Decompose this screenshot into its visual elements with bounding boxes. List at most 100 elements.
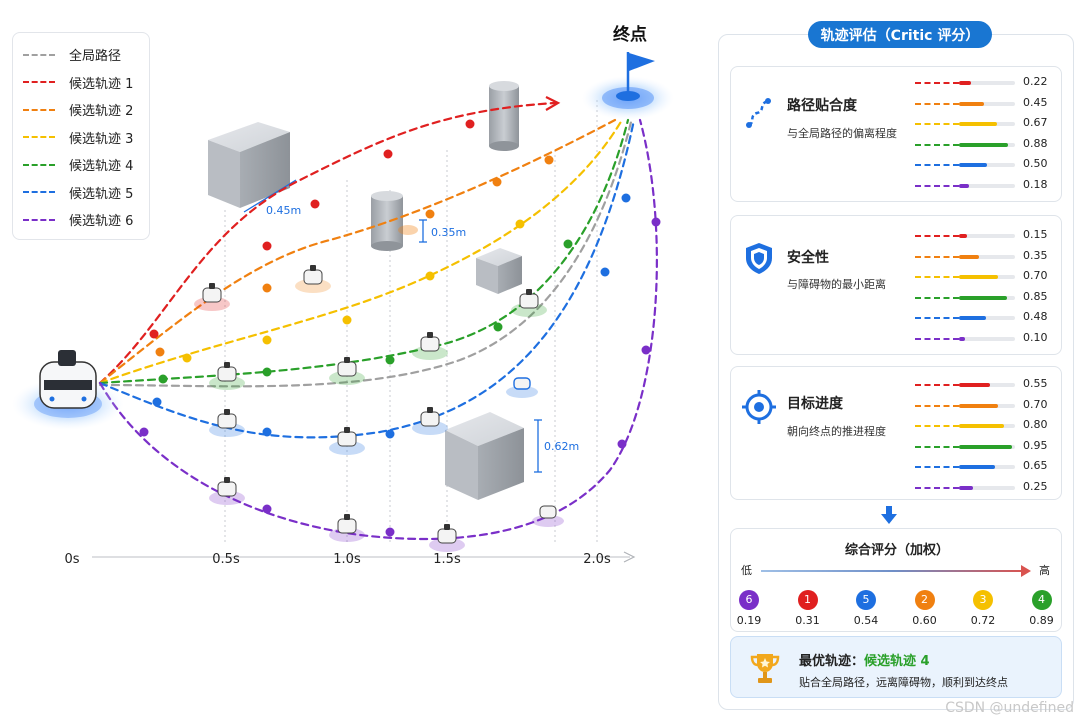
score-fill	[959, 254, 979, 259]
legend-item-global: 全局路径	[23, 41, 139, 69]
legend: 全局路径 候选轨迹 1 候选轨迹 2 候选轨迹 3 候选轨迹 4 候选轨迹 5 …	[12, 32, 150, 240]
score-value: 0.70	[1023, 269, 1048, 283]
score-value: 0.25	[1023, 480, 1048, 493]
overall-title: 综合评分（加权）	[844, 543, 949, 558]
rank-badge: 4	[1031, 590, 1052, 610]
card-desc: 朝向终点的推进程度	[787, 425, 886, 438]
score-value: 0.50	[1023, 157, 1048, 171]
trajectory-1	[98, 101, 557, 385]
score-fill	[959, 122, 997, 127]
watermark: CSDN @undefined	[945, 700, 1074, 716]
trophy-icon	[750, 654, 780, 683]
score-bar-row: 0.88	[915, 137, 1055, 153]
dimension-marker-1: 0.45m	[243, 179, 301, 217]
trajectory-dots	[139, 119, 661, 537]
score-value: 0.95	[1023, 438, 1048, 452]
score-value: 0.65	[1023, 459, 1048, 473]
score-fill	[959, 424, 1004, 429]
goal-label: 终点	[613, 24, 647, 45]
legend-swatch	[23, 191, 55, 194]
score-track	[959, 486, 1015, 490]
score-track	[959, 101, 1015, 106]
rank-badge: 6	[739, 590, 759, 610]
score-bar-row: 0.15	[915, 228, 1055, 244]
best-desc: 贴合全局路径，远离障碍物，顺利到达终点	[799, 676, 1008, 689]
score-fill	[959, 383, 990, 387]
card-title: 目标进度	[787, 396, 843, 412]
trajectory-swatch	[915, 102, 959, 105]
trajectory-swatch	[915, 255, 959, 258]
legend-label: 候选轨迹 6	[69, 214, 134, 230]
global-path	[98, 116, 634, 388]
best-trajectory-card: 最优轨迹：候选轨迹 4 贴合全局路径，远离障碍物，顺利到达终点	[730, 636, 1062, 698]
legend-item-4: 候选轨迹 4	[23, 151, 139, 179]
trajectory-swatch	[915, 276, 959, 279]
mini-robots	[194, 265, 564, 552]
legend-label: 候选轨迹 2	[69, 104, 134, 120]
score-bar-row: 0.25	[915, 480, 1055, 496]
mini-robot	[295, 265, 331, 293]
best-value: 候选轨迹 4	[864, 654, 930, 669]
trajectory-swatch	[915, 466, 959, 469]
score-bar-row: 0.45	[915, 96, 1055, 112]
path-icon	[746, 98, 771, 128]
trajectory-swatch	[915, 235, 959, 237]
score-value: 0.18	[1023, 178, 1048, 191]
mini-robot	[209, 362, 245, 390]
rank-badge: 5	[856, 590, 876, 610]
score-fill	[959, 184, 970, 188]
arrow-down-icon	[881, 506, 897, 524]
score-track	[959, 465, 1015, 470]
legend-label: 全局路径	[69, 49, 122, 65]
score-fill	[959, 81, 972, 85]
score-value: 0.22	[1023, 75, 1048, 88]
mini-robot	[412, 407, 448, 435]
mini-robot	[329, 357, 365, 385]
mini-robot	[429, 524, 465, 552]
score-fill	[959, 142, 1009, 147]
robot-icon	[12, 350, 124, 430]
legend-item-1: 候选轨迹 1	[23, 69, 139, 97]
score-value: 0.45	[1023, 95, 1048, 109]
trajectory-swatch	[915, 384, 959, 386]
trajectory-swatch	[915, 143, 959, 146]
trajectory-1-arrowhead	[545, 96, 561, 111]
rank-score: 0.72	[970, 614, 996, 627]
score-fill	[959, 101, 985, 106]
score-bar-row: 0.35	[915, 249, 1055, 265]
dim-label-3: 0.62m	[544, 440, 579, 453]
score-bar-row: 0.70	[915, 398, 1055, 414]
legend-swatch	[23, 218, 55, 221]
score-fill	[959, 234, 968, 238]
score-fill	[959, 316, 986, 321]
score-track	[959, 316, 1015, 321]
score-bar-row: 0.18	[915, 178, 1055, 194]
score-track	[959, 81, 1015, 85]
mini-robot	[511, 289, 547, 317]
time-tick-4: 2.0s	[583, 552, 611, 567]
score-bar-row: 0.22	[915, 75, 1055, 91]
card-title: 安全性	[787, 250, 829, 266]
obstacle-cylinder-2	[489, 81, 519, 151]
score-fill	[959, 163, 987, 168]
best-label: 最优轨迹：	[799, 654, 865, 669]
rank-badge: 2	[914, 590, 935, 610]
legend-swatch	[23, 108, 55, 111]
mini-robot	[329, 514, 365, 542]
score-value: 0.48	[1023, 310, 1048, 324]
score-bar-row: 0.55	[915, 377, 1055, 393]
score-value: 0.15	[1023, 228, 1048, 241]
score-track	[959, 184, 1015, 188]
obstacle-box-1	[208, 122, 290, 208]
trajectory-swatch	[915, 296, 959, 299]
shield-icon	[746, 243, 772, 274]
dim-label-1: 0.45m	[266, 204, 301, 217]
trajectory-swatch	[915, 487, 959, 489]
score-value: 0.85	[1023, 289, 1048, 303]
mini-robot	[329, 427, 365, 455]
score-track	[959, 383, 1015, 387]
trajectory-4	[98, 118, 630, 385]
score-fill	[959, 465, 996, 470]
